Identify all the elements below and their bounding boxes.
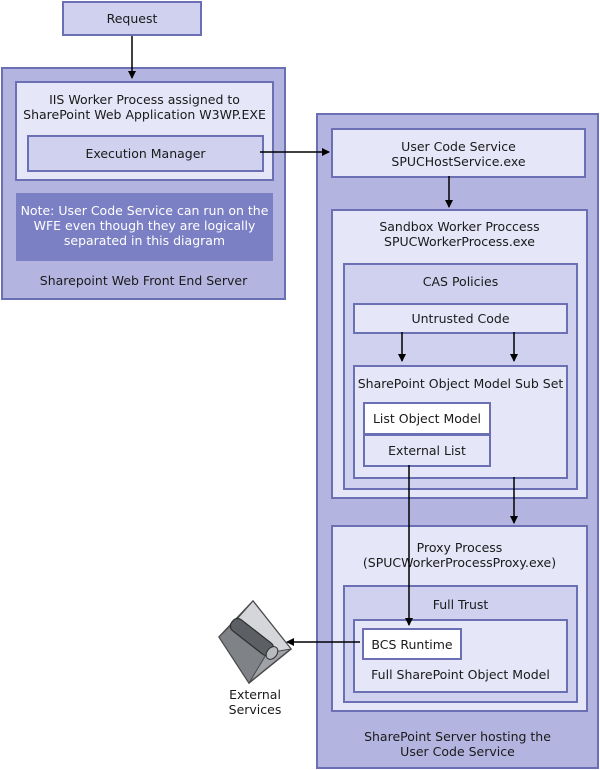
untrusted-code-box: Untrusted Code	[353, 303, 568, 334]
iis-worker-process-box: IIS Worker Process assigned to SharePoin…	[15, 81, 274, 181]
list-object-model-box: List Object Model	[363, 402, 491, 435]
untrusted-code-label: Untrusted Code	[411, 311, 510, 326]
external-list-box: External List	[363, 434, 491, 467]
full-trust-box: Full Trust BCS Runtime Full SharePoint O…	[343, 585, 578, 703]
external-services-icon	[218, 599, 293, 685]
execution-manager-box: Execution Manager	[27, 135, 264, 172]
sandbox-worker-process-title: Sandbox Worker Proccess SPUCWorkerProces…	[379, 219, 540, 249]
cas-policies-label: CAS Policies	[422, 274, 499, 289]
wfe-server-label: Sharepoint Web Front End Server	[39, 273, 248, 288]
request-label: Request	[106, 11, 158, 26]
wfe-server-box: IIS Worker Process assigned to SharePoin…	[1, 67, 286, 300]
full-om-label: Full SharePoint Object Model	[371, 667, 550, 682]
iis-worker-process-title: IIS Worker Process assigned to SharePoin…	[23, 92, 266, 122]
app-server-box: User Code Service SPUCHostService.exe Sa…	[316, 113, 599, 769]
note-text: Note: User Code Service can run on the W…	[20, 203, 269, 248]
proxy-process-title: Proxy Process (SPUCWorkerProcessProxy.ex…	[362, 540, 557, 570]
full-om-box: BCS Runtime Full SharePoint Object Model	[353, 619, 568, 693]
external-list-label: External List	[388, 443, 466, 458]
app-server-label: SharePoint Server hosting the User Code …	[364, 729, 551, 759]
note-box: Note: User Code Service can run on the W…	[16, 193, 273, 261]
proxy-process-box: Proxy Process (SPUCWorkerProcessProxy.ex…	[331, 525, 588, 712]
execution-manager-label: Execution Manager	[85, 146, 206, 161]
sandbox-worker-process-box: Sandbox Worker Proccess SPUCWorkerProces…	[331, 209, 588, 499]
user-code-service-title: User Code Service SPUCHostService.exe	[391, 139, 526, 169]
cas-policies-box: CAS Policies Untrusted Code SharePoint O…	[343, 263, 578, 490]
full-trust-label: Full Trust	[432, 597, 489, 612]
bcs-runtime-box: BCS Runtime	[362, 628, 462, 660]
user-code-service-box: User Code Service SPUCHostService.exe	[331, 128, 586, 178]
external-services-label: External Services	[228, 687, 282, 717]
list-object-model-label: List Object Model	[372, 411, 482, 426]
om-subset-label: SharePoint Object Model Sub Set	[357, 376, 564, 391]
request-box: Request	[62, 1, 202, 36]
bcs-runtime-label: BCS Runtime	[371, 636, 453, 652]
om-subset-box: SharePoint Object Model Sub Set List Obj…	[353, 365, 568, 479]
